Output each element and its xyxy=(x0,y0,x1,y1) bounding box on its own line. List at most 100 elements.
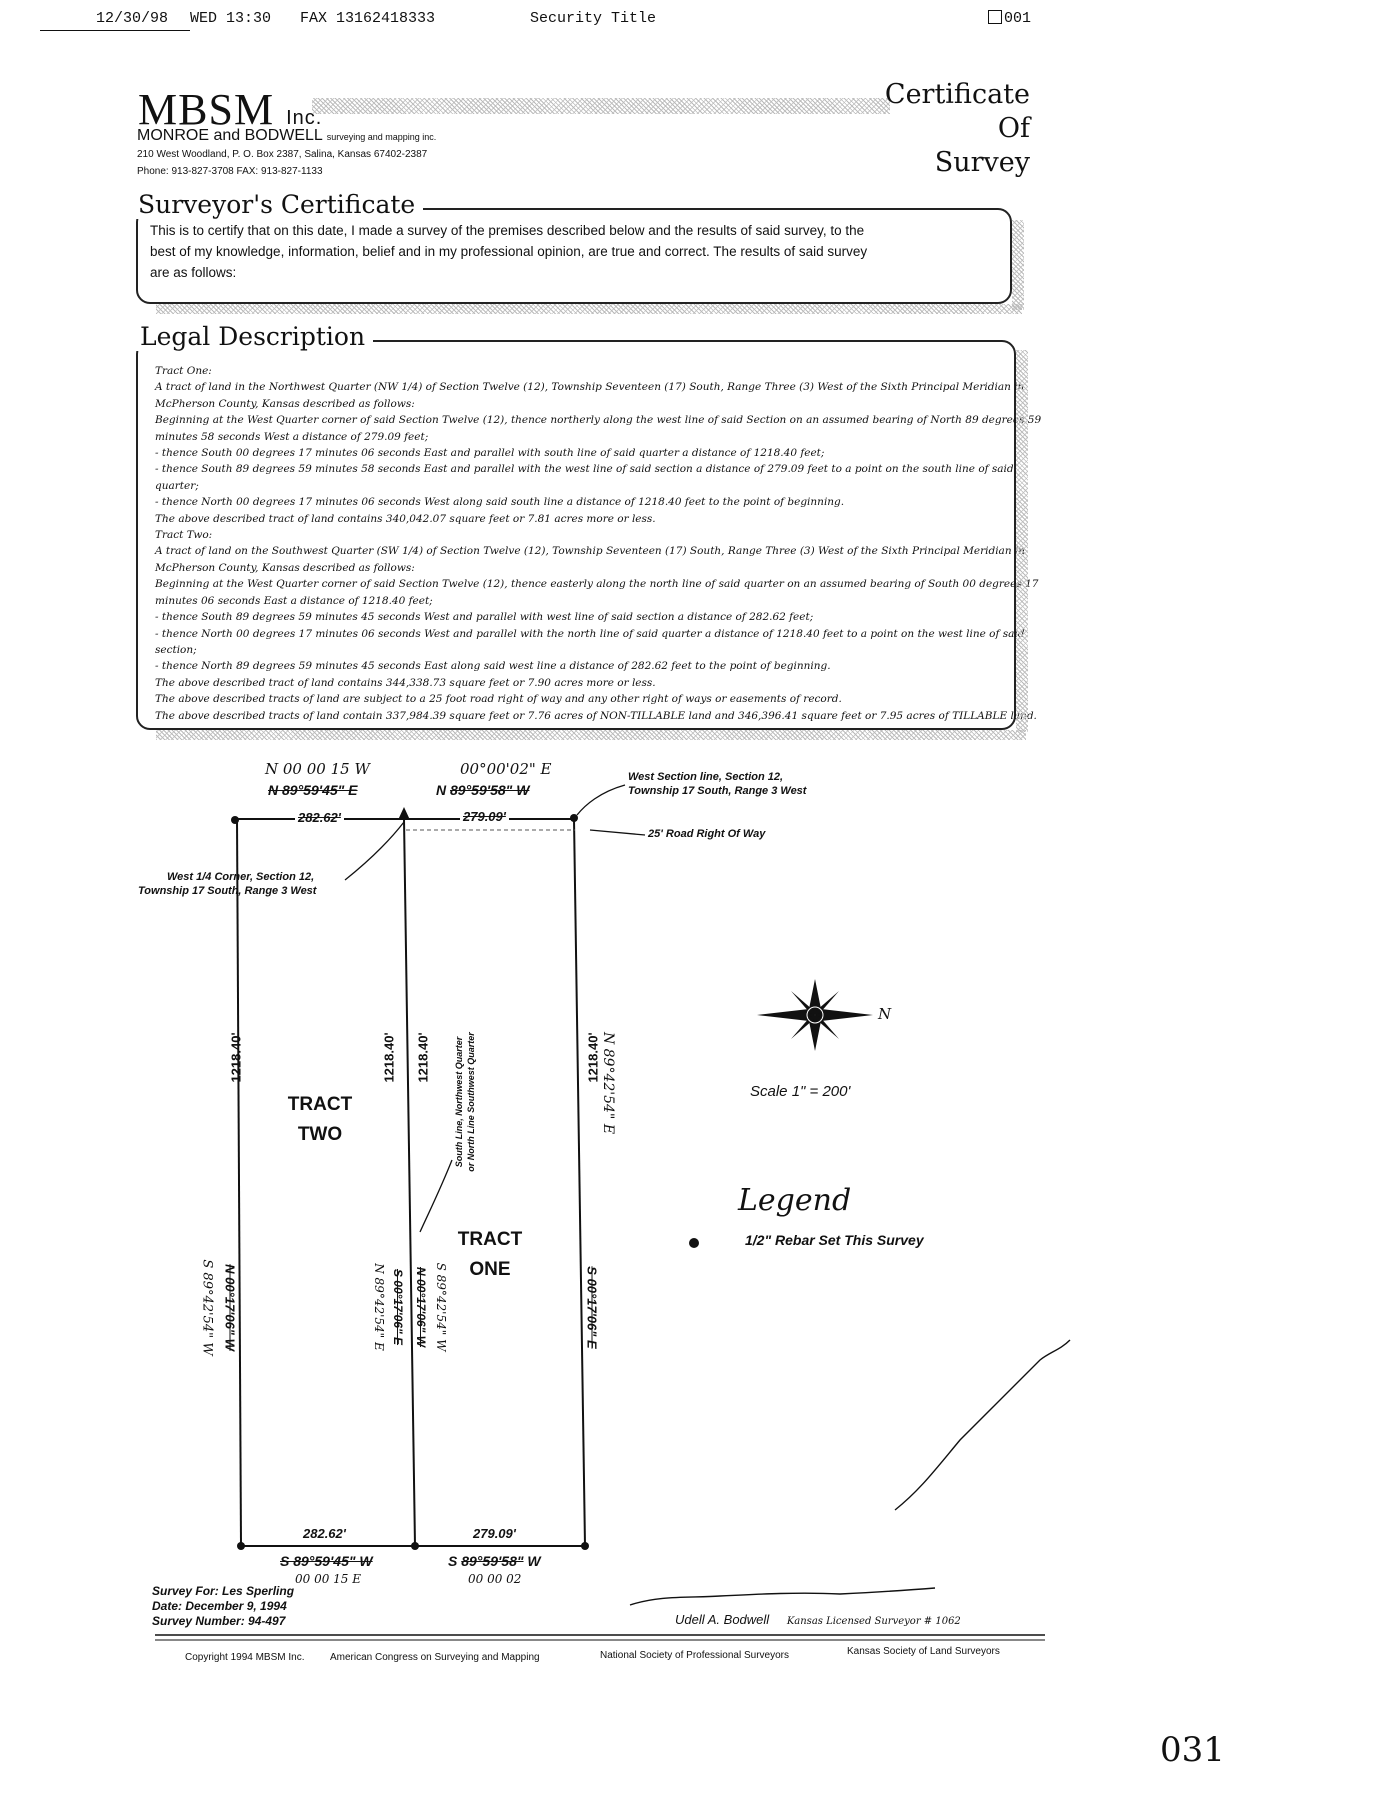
bottom-right-suffix: W xyxy=(527,1553,541,1569)
legal-line: McPherson County, Kansas described as fo… xyxy=(155,397,415,410)
footer-org-1: American Congress on Surveying and Mappi… xyxy=(330,1652,540,1663)
survey-for: Survey For: Les Sperling xyxy=(152,1584,295,1598)
legal-line: Beginning at the West Quarter corner of … xyxy=(155,414,1042,427)
diagonal-signature xyxy=(894,1339,1071,1511)
rebar-marker xyxy=(570,814,578,822)
bottom-right-prefix: S xyxy=(448,1553,458,1569)
legend-rebar-icon xyxy=(689,1238,699,1248)
south-line-2: or North Line Southwest Quarter xyxy=(466,1032,476,1172)
legal-line: minutes 06 seconds East a distance of 12… xyxy=(155,594,433,607)
west-boundary xyxy=(236,818,242,1547)
legal-line: The above described tract of land contai… xyxy=(155,676,656,689)
certificate-heading: Surveyor's Certificate xyxy=(130,190,424,219)
legal-line: - thence North 00 degrees 17 minutes 06 … xyxy=(155,627,1025,640)
title-line-1: Certificate xyxy=(884,79,1030,110)
west-section-line-2: Township 17 South, Range 3 West xyxy=(628,785,807,797)
logo: MBSM xyxy=(138,85,275,134)
legal-line: Beginning at the West Quarter corner of … xyxy=(155,578,1039,591)
company-line: MONROE and BODWELL surveying and mapping… xyxy=(137,127,436,145)
top-left-bearing: N 89°59'45" E xyxy=(268,782,358,798)
south-line-leader xyxy=(419,1159,453,1233)
south-line-1: South Line, Northwest Quarter xyxy=(454,1036,464,1168)
certificate-line-3: are as follows: xyxy=(150,265,237,280)
middle-boundary xyxy=(403,818,416,1547)
road-leader xyxy=(589,829,646,836)
fax-number: FAX 13162418333 xyxy=(300,10,436,27)
rebar-marker xyxy=(411,1542,419,1550)
north-arrow-icon xyxy=(757,979,873,1051)
signature-block: Udell A. Bodwell Kansas Licensed Surveyo… xyxy=(675,1612,961,1627)
legal-line: - thence South 89 degrees 59 minutes 45 … xyxy=(155,611,814,624)
company-name: MONROE and BODWELL xyxy=(137,127,323,144)
east-bearing-struck: S 00°17'06" E xyxy=(584,1266,600,1349)
legal-heading: Legal Description xyxy=(132,322,374,351)
tract-two-line-2: TWO xyxy=(297,1124,343,1145)
legal-line: - thence North 00 degrees 17 minutes 06 … xyxy=(155,496,845,509)
top-right-distance: 279.09' xyxy=(460,809,509,824)
legend-heading: Legend xyxy=(738,1183,852,1218)
east-distance: 1218.40' xyxy=(585,1032,601,1083)
west-distance: 1218.40' xyxy=(228,1032,244,1083)
survey-info: Survey For: Les Sperling Date: December … xyxy=(152,1584,294,1629)
certificate-line-2: best of my knowledge, information, belie… xyxy=(150,244,868,259)
legal-line: The above described tracts of land are s… xyxy=(155,693,842,706)
middle-distance-a: 1218.40' xyxy=(381,1032,397,1083)
company-phone: Phone: 913-827-3708 FAX: 913-827-1133 xyxy=(137,166,323,177)
top-right-bearing: N 89°59'58" W xyxy=(436,782,529,798)
legal-line: The above described tracts of land conta… xyxy=(155,709,1037,722)
company-address: 210 West Woodland, P. O. Box 2387, Salin… xyxy=(137,149,428,160)
section-line-leader xyxy=(576,784,626,816)
tract-one-line-1: TRACT xyxy=(457,1229,523,1250)
legal-line: Tract Two: xyxy=(155,529,213,542)
title-line-3: Survey xyxy=(934,147,1030,178)
certificate-text: This is to certify that on this date, I … xyxy=(150,220,867,283)
legal-line: McPherson County, Kansas described as fo… xyxy=(155,561,415,574)
east-handwritten-bearing: N 89°42'54" E xyxy=(600,1031,616,1135)
bottom-left-distance: 282.62' xyxy=(303,1526,346,1541)
legend-item: 1/2" Rebar Set This Survey xyxy=(745,1232,924,1248)
top-right-prefix: N xyxy=(436,782,447,798)
page-number: 031 xyxy=(1160,1730,1225,1770)
west-section-line-label: West Section line, Section 12, Township … xyxy=(628,770,806,798)
tract-two-label: TRACT TWO xyxy=(270,1090,370,1150)
legal-line: The above described tract of land contai… xyxy=(155,512,656,525)
bottom-right-bearing: S 89°59'58" W xyxy=(448,1553,541,1569)
fax-page-number: 001 xyxy=(1004,10,1032,27)
quarter-corner-icon xyxy=(398,807,410,820)
footer-org-3: Kansas Society of Land Surveyors xyxy=(847,1646,1000,1657)
fax-date: 12/30/98 xyxy=(96,10,169,27)
top-right-handwritten: 00°00'02" E xyxy=(460,760,552,778)
legal-line: quarter; xyxy=(155,479,199,492)
legal-line: - thence South 89 degrees 59 minutes 58 … xyxy=(155,463,1014,476)
company-tag: surveying and mapping inc. xyxy=(326,132,437,142)
legal-line: minutes 58 seconds West a distance of 27… xyxy=(155,430,429,443)
fax-day-time: WED 13:30 xyxy=(190,10,272,27)
rebar-marker xyxy=(237,1542,245,1550)
legal-shadow-side xyxy=(1016,350,1028,732)
surveyor-name: Udell A. Bodwell xyxy=(675,1612,770,1627)
bottom-right-distance: 279.09' xyxy=(473,1526,516,1541)
fax-sender: Security Title xyxy=(530,10,657,27)
middle-bearing-struck-b: N 00°17'06" W xyxy=(414,1266,428,1348)
survey-number: Survey Number: 94-497 xyxy=(152,1614,286,1628)
road-right-of-way-label: 25' Road Right Of Way xyxy=(648,828,766,840)
certificate-line-1: This is to certify that on this date, I … xyxy=(150,223,865,238)
legal-line: - thence North 89 degrees 59 minutes 45 … xyxy=(155,660,831,673)
certificate-title: Certificate Of Survey xyxy=(880,78,1030,180)
survey-date: Date: December 9, 1994 xyxy=(152,1599,287,1613)
tract-two-line-1: TRACT xyxy=(287,1094,353,1115)
footer-org-2: National Society of Professional Surveyo… xyxy=(600,1650,789,1661)
letterhead-rule xyxy=(312,98,890,114)
fax-page: 001 xyxy=(988,10,1031,27)
legal-text: Tract One:A tract of land in the Northwe… xyxy=(155,363,1042,724)
tract-one-label: TRACT ONE xyxy=(440,1225,540,1285)
west-bearing-struck: N 00°17'06" W xyxy=(222,1264,238,1351)
title-line-2: Of xyxy=(997,113,1030,144)
east-boundary xyxy=(573,818,586,1547)
fax-page-icon xyxy=(988,10,1002,24)
middle-bearing-handwritten-a: N 89°42'54" E xyxy=(372,1263,386,1351)
rebar-marker xyxy=(231,816,239,824)
legal-line: A tract of land in the Northwest Quarter… xyxy=(155,381,1025,394)
west-bearing-handwritten: S 89°42'54" W xyxy=(199,1259,215,1356)
surveyor-license: Kansas Licensed Surveyor # 1062 xyxy=(786,1616,961,1627)
